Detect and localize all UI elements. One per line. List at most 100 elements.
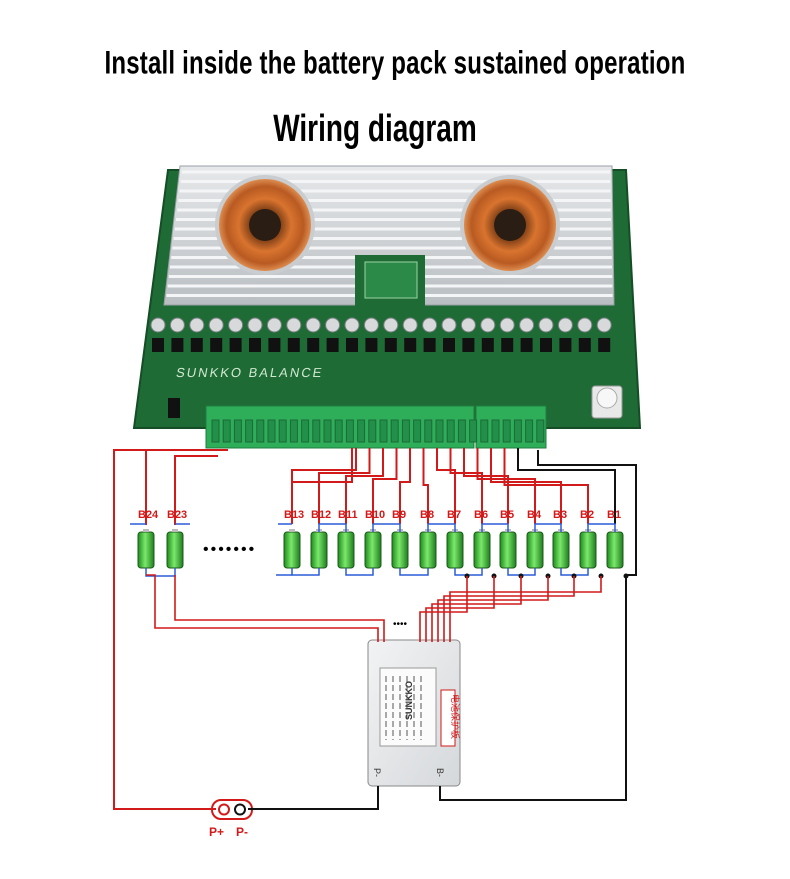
bus-bar — [372, 523, 401, 532]
terminal-slot — [334, 419, 343, 443]
cell-label: B10 — [365, 509, 385, 521]
terminal-slot — [491, 419, 500, 443]
terminal-slot — [525, 419, 534, 443]
capacitor — [383, 317, 399, 333]
capacitor — [422, 317, 438, 333]
board-silkscreen: SUNKKO BALANCE — [175, 365, 325, 380]
bms-p-minus-label: P- — [372, 768, 382, 777]
mosfet — [210, 338, 223, 352]
cell-body — [310, 531, 328, 569]
capacitor — [266, 317, 282, 333]
capacitor — [557, 317, 573, 333]
cell-label: B11 — [338, 509, 358, 521]
cell-label: B8 — [420, 509, 434, 521]
terminal-slot — [390, 419, 399, 443]
slide-switch[interactable] — [168, 398, 180, 418]
cell-body — [419, 531, 437, 569]
balance-wires — [145, 448, 616, 525]
bms-side-label: 电池保护板 — [449, 694, 461, 739]
battery-cell: B7 — [446, 509, 464, 569]
mosfet — [287, 338, 300, 352]
balance-wire — [490, 448, 562, 524]
board-neg-wire — [537, 450, 637, 576]
mosfet — [268, 338, 281, 352]
terminal-slot — [480, 419, 489, 443]
mosfet — [443, 338, 455, 352]
capacitor — [286, 317, 302, 333]
battery-cell: B13 — [283, 509, 304, 569]
terminal-slot — [289, 419, 298, 443]
controller-chip — [364, 261, 418, 299]
sense-wire — [146, 574, 379, 642]
p-plus-wire — [113, 449, 228, 810]
terminal-slot — [401, 419, 410, 443]
capacitor — [519, 317, 535, 333]
cell-label: B3 — [553, 509, 567, 521]
capacitor — [460, 317, 476, 333]
mosfet — [171, 338, 184, 352]
balance-wire — [517, 448, 616, 524]
bus-bar — [427, 523, 456, 532]
cells-ellipsis: ••••••• — [203, 541, 256, 558]
mosfet — [384, 338, 397, 352]
balance-wire — [318, 448, 371, 524]
push-button[interactable] — [596, 387, 618, 409]
sense-wire — [437, 576, 549, 642]
junction-dot — [623, 573, 629, 579]
capacitor — [402, 317, 418, 333]
bus-bar — [399, 568, 429, 576]
cell-body — [337, 531, 355, 569]
battery-cell: B24 — [137, 509, 159, 569]
capacitor — [189, 317, 205, 333]
bms-label-sticker — [379, 667, 437, 747]
terminal-screws — [211, 419, 545, 443]
cell-body — [166, 531, 184, 569]
cell-label: B5 — [500, 509, 514, 521]
mosfet — [404, 338, 417, 352]
terminal-slot — [222, 419, 231, 443]
terminal-slot — [233, 419, 242, 443]
terminal-slot — [513, 419, 522, 443]
battery-cell: B8 — [419, 509, 437, 569]
terminal-slot — [211, 419, 220, 443]
mosfet — [365, 338, 378, 352]
bus-bar — [345, 568, 374, 576]
cell-body — [606, 531, 624, 569]
cell-body — [552, 531, 570, 569]
battery-cell: B4 — [526, 509, 544, 569]
cell-body — [391, 531, 409, 569]
capacitor — [344, 317, 360, 333]
cell-body — [364, 531, 382, 569]
bus-bar — [454, 568, 483, 576]
battery-cell: B5 — [499, 509, 517, 569]
mosfet — [307, 338, 320, 352]
bus-bar — [291, 568, 320, 576]
mosfet — [481, 338, 494, 352]
cell-label: B6 — [474, 509, 488, 521]
terminal-slot — [457, 419, 466, 443]
power-wires — [113, 449, 637, 810]
bms-brand: SUNKKO — [404, 681, 414, 720]
sense-wire — [449, 576, 602, 642]
mosfet — [520, 338, 533, 352]
balance-wire — [503, 448, 589, 524]
mosfet — [190, 338, 203, 352]
cell-label: B23 — [167, 509, 187, 521]
terminal-slot — [323, 419, 332, 443]
mosfet — [249, 338, 261, 352]
mosfet — [540, 338, 552, 352]
terminal-slot — [469, 419, 478, 443]
capacitor — [169, 317, 185, 333]
balance-wire — [436, 448, 456, 524]
capacitor — [499, 317, 515, 333]
mosfet — [423, 338, 436, 352]
terminal-slot — [379, 419, 388, 443]
terminal-slot — [301, 419, 310, 443]
balancer-board: SUNKKO BALANCE — [132, 165, 642, 449]
battery-cell: B9 — [391, 509, 409, 569]
p-plus-label: P+ — [209, 825, 224, 839]
sense-wire — [174, 575, 385, 642]
terminal-slot — [278, 419, 287, 443]
mosfet — [501, 338, 514, 352]
